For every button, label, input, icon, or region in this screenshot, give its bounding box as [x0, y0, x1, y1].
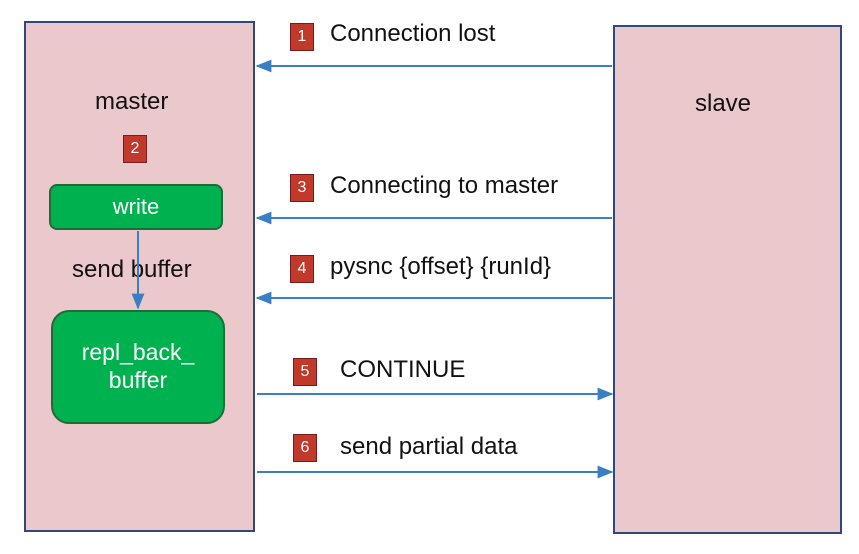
step-badge-3: 3 — [290, 174, 314, 202]
master-title: master — [95, 88, 169, 115]
slave-title: slave — [695, 90, 752, 117]
step-badge-5: 5 — [293, 358, 317, 386]
master-panel — [24, 21, 255, 532]
slave-panel — [613, 25, 842, 534]
step-label-1: Connection lost — [330, 20, 496, 47]
step-label-3: Connecting to master — [330, 172, 559, 199]
buffer-line-2: buffer — [108, 367, 168, 393]
step-badge-6: 6 — [293, 434, 317, 462]
write-box: write — [49, 184, 223, 230]
step-badge-4: 4 — [290, 255, 314, 283]
step-label-5: CONTINUE — [340, 356, 466, 383]
send-buffer-label: send buffer — [72, 256, 192, 283]
buffer-line-1: repl_back_ — [81, 339, 195, 365]
step-label-4: pysnc {offset} {runId} — [330, 253, 552, 280]
step-badge-1: 1 — [290, 23, 314, 51]
repl-back-buffer-box: repl_back_ buffer — [51, 310, 225, 424]
step-badge-2: 2 — [123, 135, 147, 163]
step-label-6: send partial data — [340, 433, 518, 460]
